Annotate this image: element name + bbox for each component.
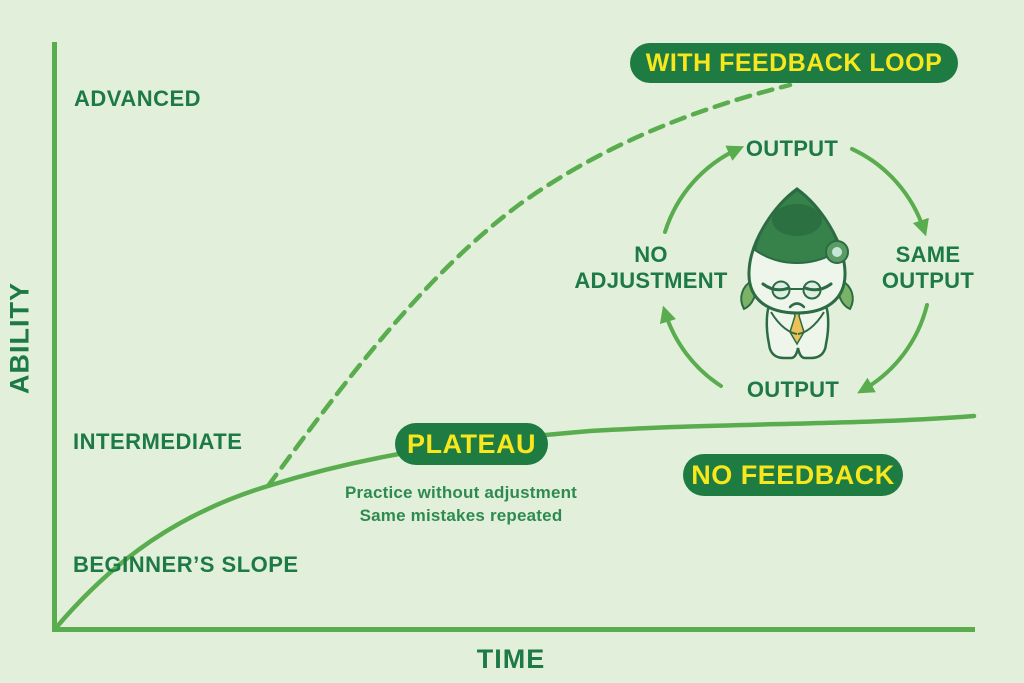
cycle-arc-bottomleft bbox=[659, 305, 723, 388]
mascot-emblem-center bbox=[832, 247, 842, 257]
no-feedback-badge: NO FEEDBACK bbox=[683, 454, 903, 496]
with-feedback-curve bbox=[265, 82, 793, 489]
cycle-label-same-output: SAME OUTPUT bbox=[881, 242, 975, 294]
plateau-note-line2: Same mistakes repeated bbox=[359, 506, 563, 525]
cycle-label-no-adjustment: NO ADJUSTMENT bbox=[574, 242, 728, 294]
plateau-note-line1: Practice without adjustment bbox=[344, 483, 578, 502]
cycle-arc-topleft bbox=[663, 145, 745, 234]
cycle-arc-topright bbox=[850, 147, 929, 237]
level-label-advanced: ADVANCED bbox=[74, 86, 202, 111]
x-axis-label: TIME bbox=[476, 644, 546, 674]
level-label-beginners-slope: BEGINNER’S SLOPE bbox=[73, 552, 299, 577]
with-feedback-loop-badge: WITH FEEDBACK LOOP bbox=[630, 43, 958, 83]
mascot-closed-eyes bbox=[761, 282, 833, 292]
mascot-frown bbox=[788, 302, 806, 309]
cycle-label-output-bottom: OUTPUT bbox=[746, 377, 840, 402]
cycle-arc-bottomright bbox=[857, 303, 929, 394]
mascot-character bbox=[740, 187, 854, 360]
mascot-arms bbox=[770, 311, 825, 335]
cycle-label-output-top: OUTPUT bbox=[745, 136, 839, 161]
y-axis-label: ABILITY bbox=[4, 282, 35, 394]
mascot-cap-shade bbox=[772, 204, 822, 236]
plateau-badge: PLATEAU bbox=[395, 423, 548, 465]
level-label-intermediate: INTERMEDIATE bbox=[73, 429, 243, 454]
feedback-cycle-arrows bbox=[659, 145, 929, 394]
